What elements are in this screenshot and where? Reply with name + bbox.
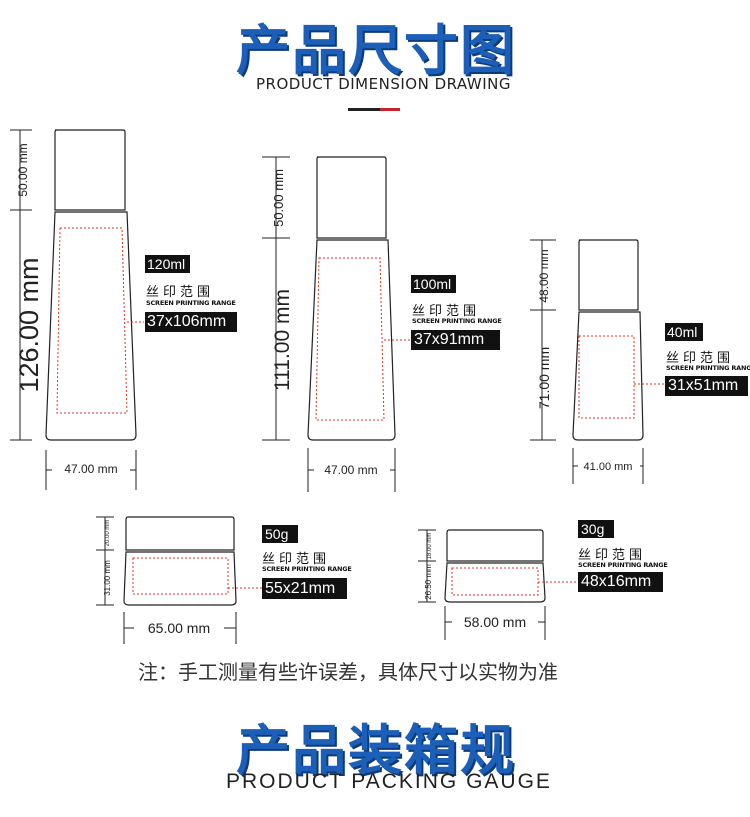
print-range-120 xyxy=(56,227,128,414)
dim-50-cap: 20.00 mm xyxy=(105,520,111,547)
dim-40-width: 41.00 mm xyxy=(584,461,633,473)
title-divider-red xyxy=(380,108,400,111)
print-size-30: 48x16mm xyxy=(578,572,663,592)
screen-range-en-40: SCREEN PRINTING RANGE xyxy=(666,364,750,372)
dim-30-body: 26.50 mm xyxy=(424,564,433,600)
screen-range-en-100: SCREEN PRINTING RANGE xyxy=(412,317,502,325)
screen-range-en-50: SCREEN PRINTING RANGE xyxy=(262,565,352,573)
measurement-note: 注：手工测量有些许误差，具体尺寸以实物为准 xyxy=(138,660,558,684)
print-range-40 xyxy=(578,335,635,419)
print-range-100 xyxy=(315,257,385,421)
bottle-100-body xyxy=(307,239,396,441)
print-range-30 xyxy=(451,567,539,596)
jar-50-body xyxy=(123,551,237,606)
dim-30-cap: 18.00 mm xyxy=(427,533,433,560)
screen-range-en-30: SCREEN PRINTING RANGE xyxy=(578,561,668,569)
page-subtitle: PRODUCT DIMENSION DRAWING xyxy=(256,75,511,93)
print-size-40: 31x51mm xyxy=(665,376,748,396)
dim-50-width: 65.00 mm xyxy=(148,620,210,636)
dim-120-width: 47.00 mm xyxy=(64,462,117,476)
print-size-50: 55x21mm xyxy=(262,578,347,599)
jar-50-cap xyxy=(125,516,235,551)
jar-30-body xyxy=(444,562,546,603)
dim-120-body: 126.00 mm xyxy=(14,257,44,392)
dim-120-cap: 50.00 mm xyxy=(16,143,30,196)
capacity-label-30: 30g xyxy=(578,520,614,538)
print-size-100: 37x91mm xyxy=(411,330,500,350)
bottle-40-body xyxy=(572,311,644,441)
screen-range-cn-100: 丝印范围 xyxy=(412,304,481,319)
dim-100-width: 47.00 mm xyxy=(324,463,377,477)
title-divider-dark xyxy=(348,108,380,111)
capacity-label-50: 50g xyxy=(262,525,298,543)
screen-range-cn-120: 丝印范围 xyxy=(146,285,215,300)
capacity-label-40: 40ml xyxy=(665,323,703,341)
dim-40-body: 71.00 mm xyxy=(536,347,552,409)
page-title: 产品尺寸图 xyxy=(236,19,516,82)
footer-subtitle: PRODUCT PACKING GAUGE xyxy=(226,770,552,793)
print-range-50 xyxy=(132,557,229,595)
print-size-120: 37x106mm xyxy=(145,312,237,332)
dim-40-cap: 48.00 mm xyxy=(537,249,551,302)
screen-range-en-120: SCREEN PRINTING RANGE xyxy=(146,299,236,307)
dim-100-cap: 50.00 mm xyxy=(271,169,286,227)
footer-title: 产品装箱规 xyxy=(236,719,516,782)
capacity-label-120: 120ml xyxy=(145,255,190,273)
dim-50-body: 31.00 mm xyxy=(103,560,112,596)
dim-30-width: 58.00 mm xyxy=(464,614,526,630)
bottle-120-cap xyxy=(54,129,126,211)
dim-100-body: 111.00 mm xyxy=(271,289,294,391)
bottle-100-cap xyxy=(316,156,387,239)
capacity-label-100: 100ml xyxy=(411,275,456,293)
bottle-120-body xyxy=(45,211,137,441)
bottle-40-cap xyxy=(578,239,639,311)
screen-range-cn-40: 丝印范围 xyxy=(666,351,735,366)
screen-range-cn-50: 丝印范围 xyxy=(262,552,331,567)
jar-30-cap xyxy=(446,529,544,562)
screen-range-cn-30: 丝印范围 xyxy=(578,548,647,563)
